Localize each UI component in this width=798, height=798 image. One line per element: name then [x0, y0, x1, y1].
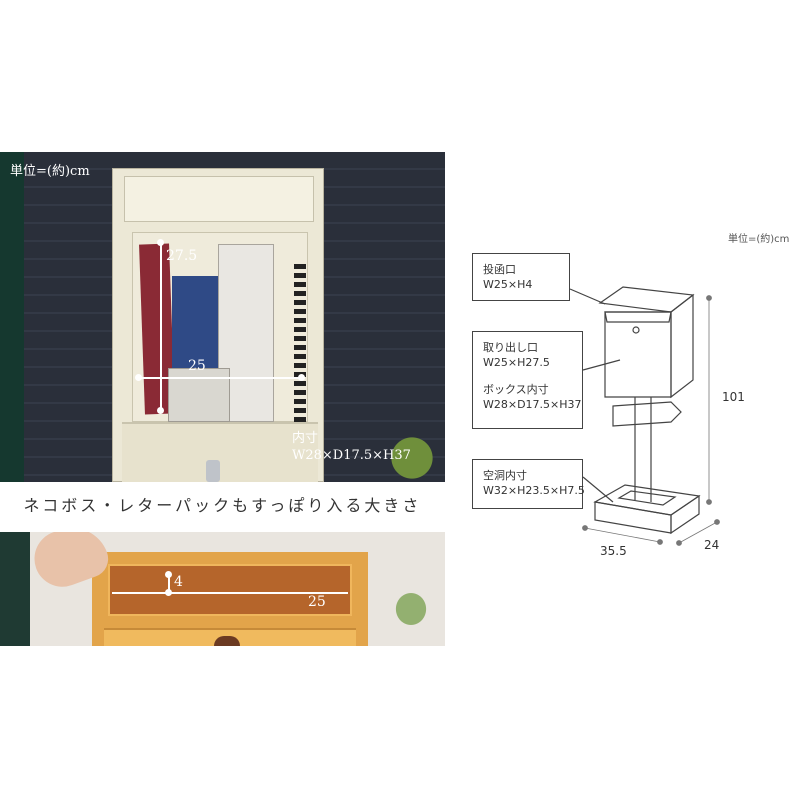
arrow-sign — [612, 401, 682, 427]
height-dimension-label: 101 — [722, 390, 745, 404]
caption: ネコボス・レターパックもすっぽり入る大きさ — [23, 496, 422, 515]
depth-dimension-label: 24 — [704, 538, 720, 552]
base-cavity — [617, 490, 677, 506]
dimension-dot — [676, 540, 682, 546]
height-label: 27.5 — [166, 248, 198, 264]
slot-height-label: 4 — [174, 574, 183, 590]
inner-size-text: 内寸 W28×D17.5×H37 — [292, 430, 411, 464]
base-side-face — [670, 494, 700, 535]
callout-takeout: 取り出し口 W25×H27.5 ボックス内寸 W28×D17.5×H37 — [472, 331, 583, 429]
handle-icon — [214, 636, 240, 646]
width-dimension-line — [584, 527, 661, 543]
depth-dimension-line — [678, 521, 718, 544]
measure-dot — [157, 407, 164, 414]
measure-dot — [165, 571, 172, 578]
plant-leaf — [376, 572, 445, 646]
height-measure-line — [160, 242, 162, 410]
dark-wall-edge — [0, 152, 24, 482]
mailbox-line-drawing — [569, 286, 720, 546]
dimension-dot — [714, 519, 720, 525]
leader-takeout — [582, 359, 621, 371]
dimension-dot — [706, 295, 712, 301]
box-front-face — [604, 311, 672, 398]
key-icon — [206, 460, 220, 482]
mailbox-flap — [122, 422, 318, 482]
leader-slot — [569, 288, 606, 305]
measure-dot — [165, 589, 172, 596]
unit-label: 単位=(約)cm — [728, 234, 790, 245]
slot-height-line — [168, 574, 170, 594]
measure-dot — [135, 374, 142, 381]
chain — [294, 264, 306, 422]
inner-size-heading: 内寸 — [292, 431, 319, 446]
leader-base — [582, 476, 614, 503]
callout-slot-title: 投函口 — [483, 263, 516, 276]
measure-dot — [298, 374, 305, 381]
callout-box-size: W28×D17.5×H37 — [483, 398, 582, 411]
mailbox-photo-slot: 4 25 — [0, 532, 445, 646]
lock-icon — [632, 326, 640, 334]
plant-leaf — [376, 422, 436, 482]
callout-base: 空洞内寸 W32×H23.5×H7.5 — [472, 459, 585, 509]
unit-label: 単位=(約)cm — [10, 164, 90, 179]
base-front-face — [594, 501, 672, 534]
width-label: 25 — [188, 358, 206, 374]
slot-width-line — [112, 592, 348, 594]
width-dimension-label: 35.5 — [600, 544, 627, 558]
callout-base-size: W32×H23.5×H7.5 — [483, 484, 585, 497]
box-top-face — [598, 286, 695, 313]
slot-width-label: 25 — [308, 594, 326, 610]
width-measure-line — [138, 377, 302, 379]
dimension-dot — [657, 539, 663, 545]
dark-wall-edge — [0, 532, 30, 646]
box-side-face — [670, 293, 694, 399]
dimension-dot — [582, 525, 588, 531]
callout-takeout-size: W25×H27.5 — [483, 356, 550, 369]
callout-slot-size: W25×H4 — [483, 278, 533, 291]
slot-flap — [604, 311, 672, 323]
mail-slot — [108, 564, 352, 616]
inner-size-value: W28×D17.5×H37 — [292, 448, 411, 463]
measure-dot — [157, 239, 164, 246]
mailbox-lid — [124, 176, 314, 222]
callout-box-title: ボックス内寸 — [483, 383, 549, 396]
dimension-dot — [706, 499, 712, 505]
callout-base-title: 空洞内寸 — [483, 469, 527, 482]
callout-takeout-title: 取り出し口 — [483, 341, 538, 354]
callout-slot: 投函口 W25×H4 — [472, 253, 570, 301]
mailbox-photo-open: 27.5 25 単位=(約)cm 内寸 W28×D17.5×H37 — [0, 152, 445, 482]
